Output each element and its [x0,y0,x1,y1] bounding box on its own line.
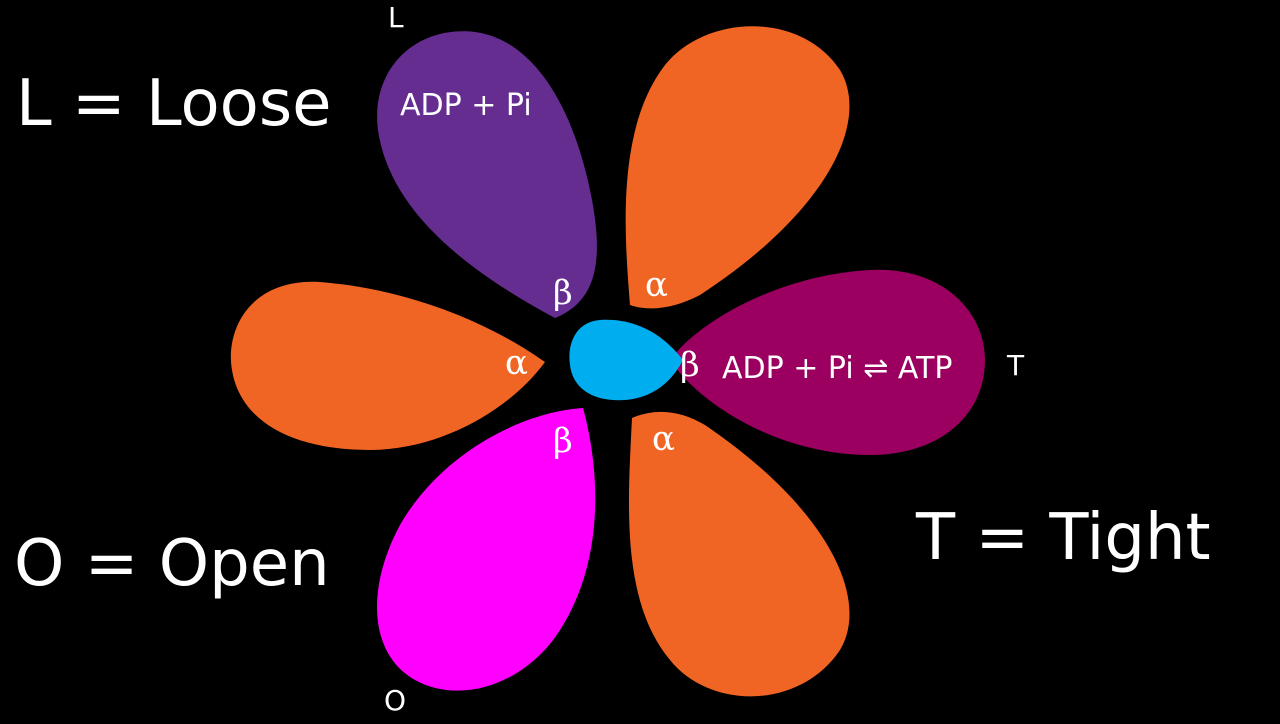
loose-site-contents: ADP + Pi [400,88,532,123]
state-mark-loose: L [388,1,404,34]
petal-beta-tight [670,269,985,455]
state-mark-open: O [384,684,407,717]
petal-alpha-left [230,281,545,450]
alpha-label-upper-right: α [645,265,668,305]
legend-tight: T = Tight [916,501,1211,575]
tight-site-contents: ADP + Pi ⇌ ATP [722,351,953,386]
petal-alpha-upper-right [625,26,850,309]
petal-beta-open [377,408,596,691]
beta-label-tight: β [680,345,700,385]
alpha-label-left: α [505,343,528,383]
petal-alpha-lower-right [628,411,850,697]
legend-open: O = Open [14,527,330,601]
state-mark-tight: T [1007,349,1025,382]
beta-label-loose: β [553,273,573,313]
petal-beta-loose [377,31,597,319]
legend-loose: L = Loose [16,67,332,141]
alpha-label-lower-right: α [652,419,675,459]
gamma-subunit [569,319,683,401]
beta-label-open: β [553,421,573,461]
